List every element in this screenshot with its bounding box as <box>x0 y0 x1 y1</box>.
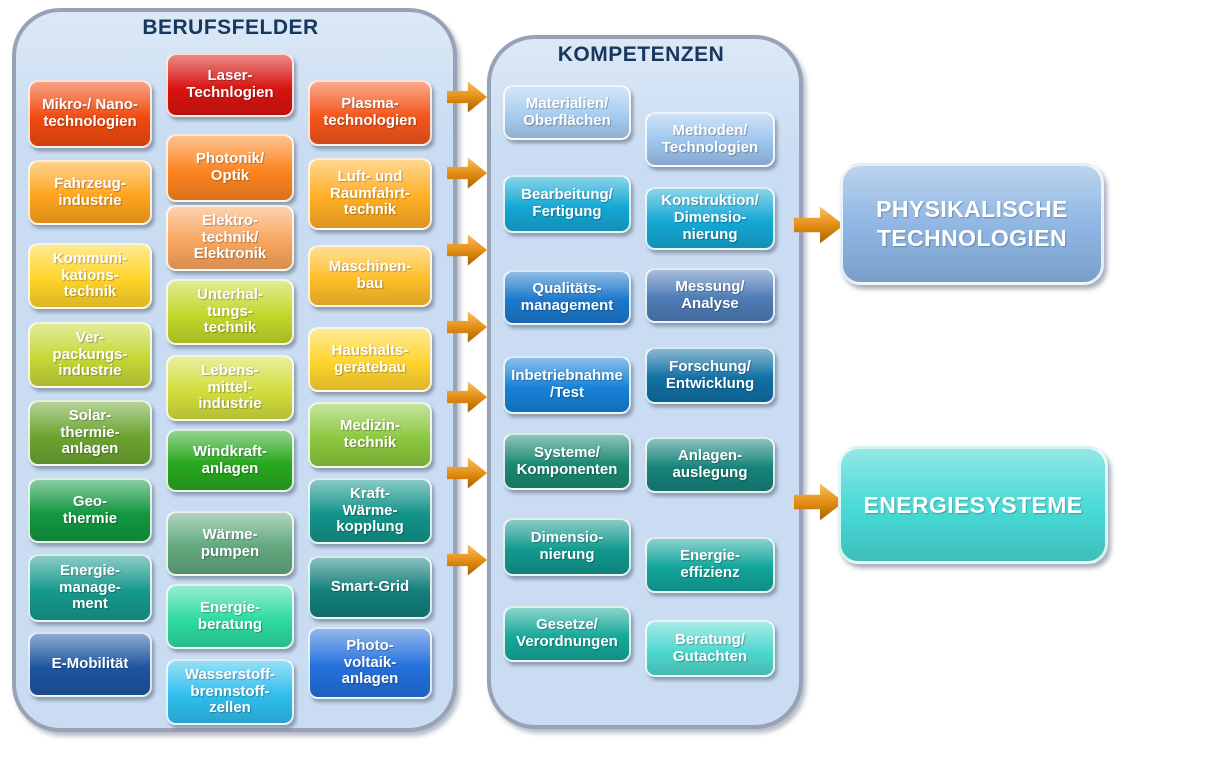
field-solarthermieanlagen: Solar- thermie- anlagen <box>28 400 152 466</box>
field-e-mobilitaet: E-Mobilität <box>28 632 152 697</box>
comp-qualitaetsmanagement: Qualitäts- management <box>503 270 631 325</box>
field-medizintechnik: Medizin- technik <box>308 402 432 468</box>
field-waermepumpen: Wärme- pumpen <box>166 511 294 576</box>
field-elektrotechnik-elektronik: Elektro- technik/ Elektronik <box>166 205 294 271</box>
field-luft-raumfahrttechnik: Luft- und Raumfahrt- technik <box>308 158 432 230</box>
field-energieberatung: Energie- beratung <box>166 584 294 649</box>
output-physikalische-technologien: PHYSIKALISCHE TECHNOLOGIEN <box>840 163 1104 285</box>
comp-methoden-technologien: Methoden/ Technologien <box>645 112 775 167</box>
field-photonik-optik: Photonik/ Optik <box>166 134 294 202</box>
field-lebensmittelindustrie: Lebens- mittel- industrie <box>166 355 294 421</box>
comp-forschung-entwicklung: Forschung/ Entwicklung <box>645 347 775 404</box>
comp-gesetze-verordnungen: Gesetze/ Verordnungen <box>503 606 631 662</box>
comp-energieeffizienz: Energie- effizienz <box>645 537 775 593</box>
comp-bearbeitung-fertigung: Bearbeitung/ Fertigung <box>503 175 631 233</box>
field-mikro-nano-technologien: Mikro-/ Nano- technologien <box>28 80 152 148</box>
field-windkraftanlagen: Windkraft- anlagen <box>166 429 294 492</box>
comp-dimensionierung: Dimensio- nierung <box>503 518 631 576</box>
field-verpackungsindustrie: Ver- packungs- industrie <box>28 322 152 388</box>
field-wasserstoff-brennstoffzellen: Wasserstoff- brennstoff- zellen <box>166 659 294 725</box>
field-geothermie: Geo- thermie <box>28 478 152 543</box>
field-lasertechnologien: Laser- Technlogien <box>166 53 294 117</box>
field-unterhaltungstechnik: Unterhal- tungs- technik <box>166 279 294 345</box>
field-haushaltsgeraetebau: Haushalts- gerätebau <box>308 327 432 392</box>
field-maschinenbau: Maschinen- bau <box>308 245 432 307</box>
field-kommunikationstechnik: Kommuni- kations- technik <box>28 243 152 309</box>
kompetenzen-title: KOMPETENZEN <box>557 43 725 66</box>
comp-systeme-komponenten: Systeme/ Komponenten <box>503 433 631 490</box>
comp-inbetriebnahme-test: Inbetriebnahme /Test <box>503 356 631 414</box>
comp-messung-analyse: Messung/ Analyse <box>645 268 775 323</box>
field-fahrzeugindustrie: Fahrzeug- industrie <box>28 160 152 225</box>
comp-anlagenauslegung: Anlagen- auslegung <box>645 437 775 493</box>
field-plasmatechnologien: Plasma- technologien <box>308 80 432 146</box>
field-photovoltaikanlagen: Photo- voltaik- anlagen <box>308 627 432 699</box>
field-kraft-waerme-kopplung: Kraft- Wärme- kopplung <box>308 478 432 544</box>
berufsfelder-title: BERUFSFELDER <box>142 16 319 39</box>
field-smart-grid: Smart-Grid <box>308 556 432 619</box>
output-energiesysteme: ENERGIESYSTEME <box>838 446 1108 564</box>
comp-beratung-gutachten: Beratung/ Gutachten <box>645 620 775 677</box>
field-energiemanagement: Energie- manage- ment <box>28 554 152 622</box>
comp-materialien-oberflaechen: Materialien/ Oberflächen <box>503 85 631 140</box>
comp-konstruktion-dimensionierung: Konstruktion/ Dimensio- nierung <box>645 187 775 250</box>
